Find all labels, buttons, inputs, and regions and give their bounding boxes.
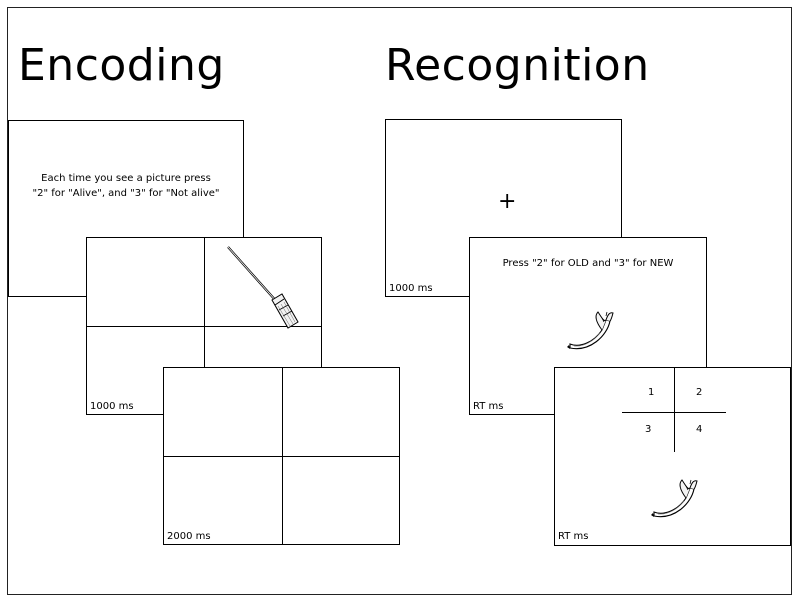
recognition-heading: Recognition — [385, 40, 650, 91]
old-new-prompt: Press "2" for OLD and "3" for NEW — [502, 258, 674, 269]
broom-icon — [227, 246, 299, 329]
confidence-label-2: 2 — [696, 387, 703, 398]
old-new-timing: RT ms — [473, 401, 504, 412]
recognition-confidence-screen: 1 2 3 4 RT ms — [554, 367, 791, 546]
confidence-label-4: 4 — [696, 424, 703, 435]
figure-frame — [7, 7, 792, 595]
confidence-horizontal-line — [622, 412, 726, 413]
banana-icon — [567, 311, 614, 350]
confidence-timing: RT ms — [558, 531, 589, 542]
encoding-blank-timing: 2000 ms — [167, 531, 211, 542]
encoding-instruction-line-2: "2" for "Alive", and "3" for "Not alive" — [32, 188, 220, 199]
confidence-label-3: 3 — [645, 424, 652, 435]
grid-horizontal-line — [87, 326, 321, 327]
confidence-label-1: 1 — [648, 387, 655, 398]
encoding-instruction-line-1: Each time you see a picture press — [41, 173, 211, 184]
confidence-vertical-line — [674, 368, 675, 452]
encoding-image-timing: 1000 ms — [90, 401, 134, 412]
fixation-timing: 1000 ms — [389, 283, 433, 294]
encoding-blank-screen: 2000 ms — [163, 367, 400, 545]
encoding-heading: Encoding — [18, 40, 225, 91]
grid-horizontal-line — [164, 456, 399, 457]
banana-icon — [651, 479, 698, 518]
fixation-cross: + — [498, 189, 517, 214]
